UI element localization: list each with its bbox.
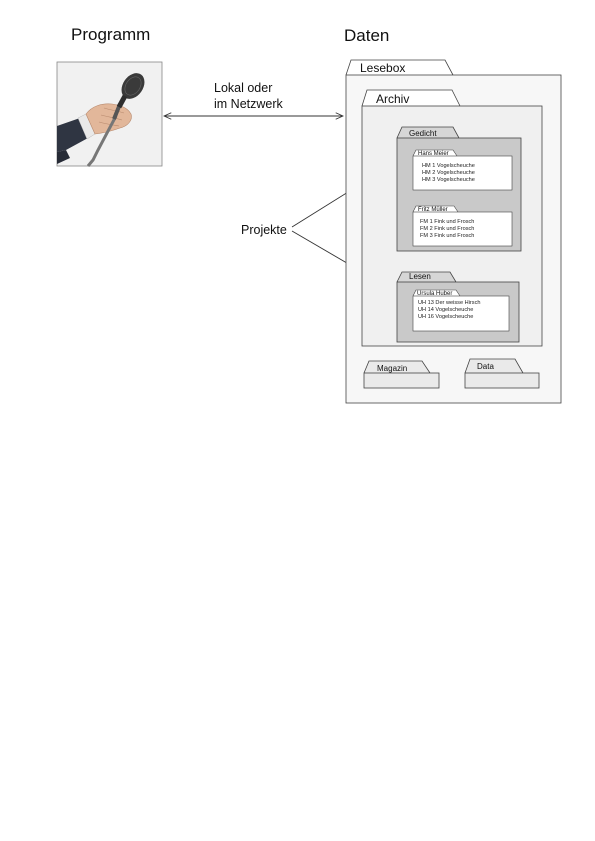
connection-label-line1: Lokal oder xyxy=(214,81,272,95)
entry-uh-16: UH 16 Vogelscheuche xyxy=(418,314,473,320)
entry-uh-14: UH 14 Vogelscheuche xyxy=(418,307,473,313)
projects-label: Projekte xyxy=(241,223,287,237)
entry-fm-3: FM 3 Fink und Frosch xyxy=(420,233,474,239)
project-label-lesen: Lesen xyxy=(409,272,431,281)
entry-hm-2: HM 2 Vogelscheuche xyxy=(422,170,475,176)
author-label-fritz-mueller: Fritz Müller xyxy=(418,207,448,213)
author-folder-ursula-huber: Ursula Huber UH 13 Der weisse Hirsch UH … xyxy=(412,289,510,332)
project-label-gedicht: Gedicht xyxy=(409,129,437,138)
entry-fm-2: FM 2 Fink und Frosch xyxy=(420,226,474,232)
data-folder-label: Data xyxy=(477,362,494,371)
archiv-label: Archiv xyxy=(376,92,409,106)
entry-uh-13: UH 13 Der weisse Hirsch xyxy=(418,300,480,306)
microphone-in-hand-icon xyxy=(56,61,163,167)
author-folder-fritz-mueller: Fritz Müller FM 1 Fink und Frosch FM 2 F… xyxy=(412,205,513,247)
data-folder: Data xyxy=(464,358,540,389)
program-heading: Programm xyxy=(71,25,150,44)
author-label-hans-meier: Hans Meier xyxy=(418,151,449,157)
entry-fm-1: FM 1 Fink und Frosch xyxy=(420,219,474,225)
author-folder-hans-meier: Hans Meier HM 1 Vogelscheuche HM 2 Vogel… xyxy=(412,149,513,191)
entry-hm-1: HM 1 Vogelscheuche xyxy=(422,163,475,169)
author-label-ursula-huber: Ursula Huber xyxy=(417,291,452,297)
connection-label-line2: im Netzwerk xyxy=(214,97,284,111)
magazin-label: Magazin xyxy=(377,364,407,373)
data-heading: Daten xyxy=(344,26,389,45)
entry-hm-3: HM 3 Vogelscheuche xyxy=(422,177,475,183)
magazin-folder: Magazin xyxy=(363,360,440,389)
lesebox-label: Lesebox xyxy=(360,61,405,75)
